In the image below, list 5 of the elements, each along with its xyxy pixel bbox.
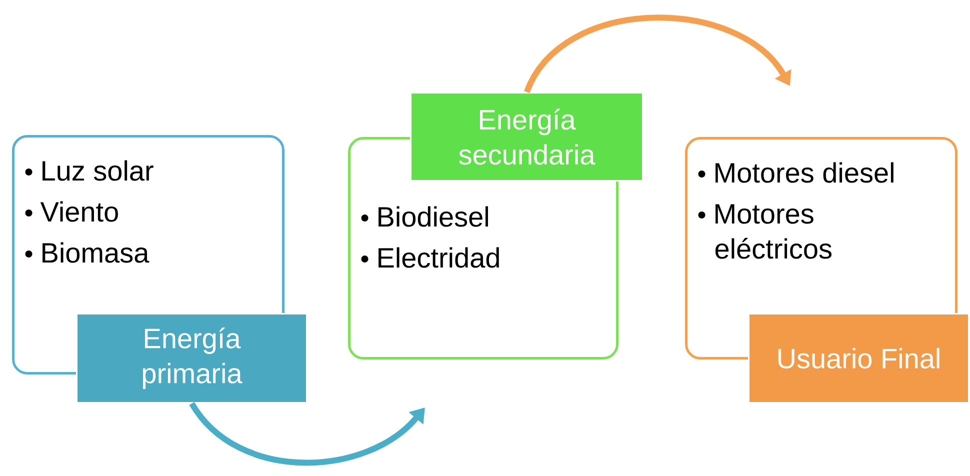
curved-arrow (189, 402, 425, 466)
label-box: Energía primaria (76, 313, 308, 404)
curved-arrow (524, 14, 792, 94)
label-box: Usuario Final (748, 313, 970, 404)
label-box: Energía secundaria (410, 92, 644, 182)
